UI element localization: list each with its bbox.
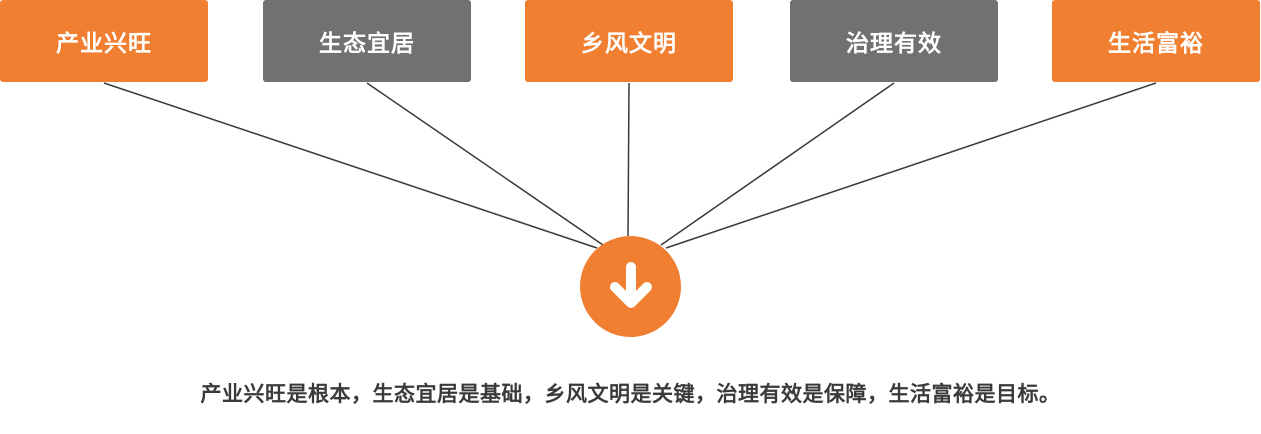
box-industry-prosperity: 产业兴旺: [0, 0, 208, 82]
box-ecological-livability: 生态宜居: [263, 0, 471, 82]
box-label: 乡风文明: [581, 31, 677, 57]
center-circle: [580, 236, 681, 337]
box-label: 生态宜居: [319, 31, 415, 57]
connector-line: [665, 82, 1157, 249]
box-civilized-customs: 乡风文明: [525, 0, 733, 82]
box-label: 治理有效: [846, 31, 942, 57]
box-label: 生活富裕: [1108, 31, 1204, 57]
connector-line: [366, 82, 604, 246]
connector-line: [103, 82, 598, 249]
box-prosperous-life: 生活富裕: [1052, 0, 1260, 82]
connector-line: [627, 82, 630, 237]
summary-text: 产业兴旺是根本，生态宜居是基础，乡风文明是关键，治理有效是保障，生活富裕是目标。: [200, 382, 1061, 406]
box-effective-governance: 治理有效: [790, 0, 998, 82]
connector-line: [660, 82, 895, 246]
arrow-down-icon: [609, 261, 652, 308]
box-label: 产业兴旺: [56, 31, 152, 57]
